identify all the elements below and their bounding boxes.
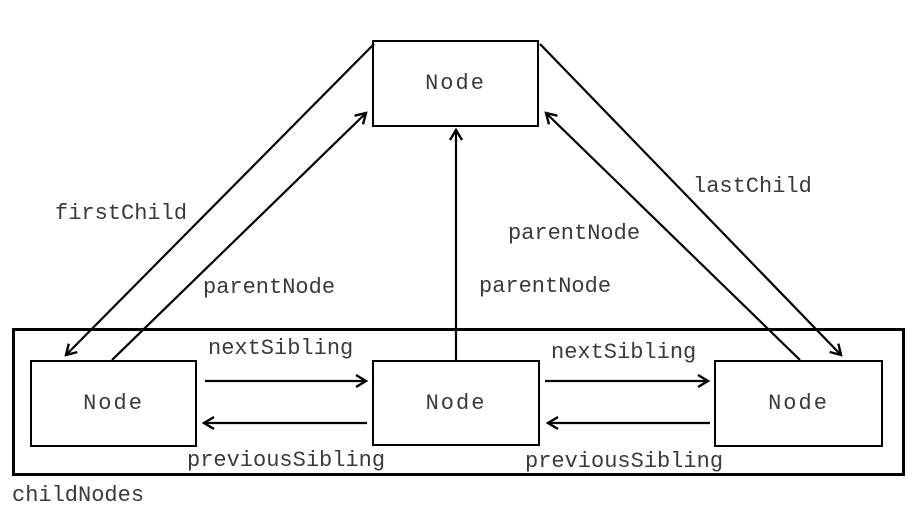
previous-sibling-left-edge-label: previousSibling — [187, 448, 386, 473]
parent-node-left-edge-label: parentNode — [203, 275, 336, 300]
child-node-3-label: Node — [768, 391, 829, 416]
last-child-edge-label: lastChild — [693, 174, 812, 199]
parent-node-left-arrow — [111, 111, 368, 361]
last-child-arrow — [539, 43, 843, 357]
next-sibling-right-edge-label: nextSibling — [551, 340, 697, 365]
parent-node-right-edge-label: parentNode — [508, 221, 641, 246]
parent-node-box: Node — [372, 40, 539, 127]
child-node-box-2: Node — [372, 360, 540, 446]
child-node-2-label: Node — [425, 390, 487, 416]
child-node-box-3: Node — [714, 360, 883, 447]
child-nodes-container-box — [12, 328, 905, 476]
parent-node-middle-edge-label: parentNode — [479, 274, 612, 299]
child-node-box-1: Node — [30, 360, 197, 447]
first-child-arrow — [64, 43, 375, 357]
next-sibling-left-edge-label: nextSibling — [208, 336, 354, 361]
child-node-1-label: Node — [83, 391, 144, 416]
first-child-edge-label: firstChild — [55, 201, 188, 226]
previous-sibling-right-edge-label: previousSibling — [525, 449, 724, 474]
child-nodes-container-label: childNodes — [12, 483, 145, 508]
parent-node-label: Node — [425, 71, 486, 96]
